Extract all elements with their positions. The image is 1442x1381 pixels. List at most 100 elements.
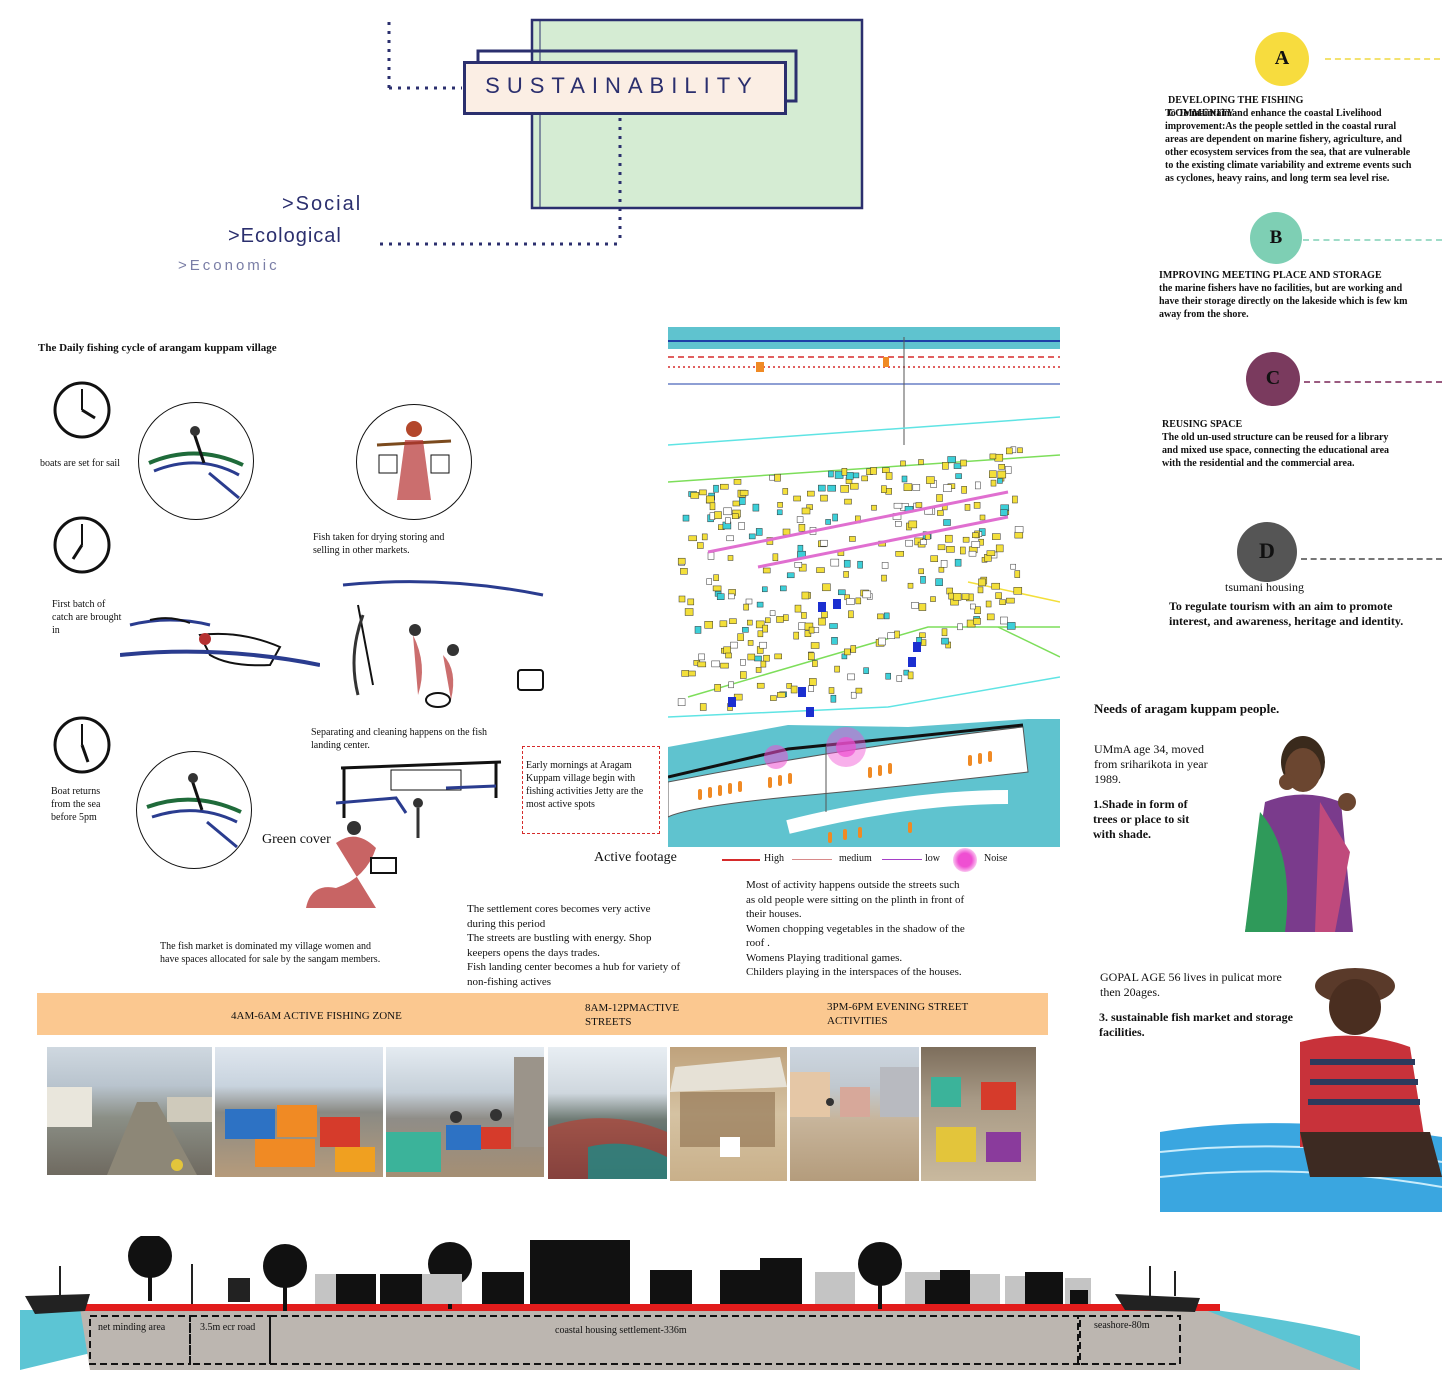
section-tree-trunk <box>878 1279 882 1309</box>
map-house <box>855 597 862 605</box>
map-house <box>798 687 806 697</box>
map-house <box>989 470 997 478</box>
map-boat <box>768 777 772 788</box>
map-house <box>726 535 734 542</box>
map-boat <box>788 773 792 784</box>
map-house <box>806 707 814 717</box>
map-house <box>818 617 826 626</box>
economic-label: >Economic <box>178 257 280 274</box>
map-house <box>878 637 886 646</box>
map-house <box>830 558 840 567</box>
person1-desc: UMmA age 34, moved from sriharikota in y… <box>1094 742 1208 786</box>
fish-market-caption: The fish market is dominated my village … <box>160 941 381 965</box>
section-building <box>815 1272 855 1304</box>
strategy-c-letter: C <box>1265 367 1281 389</box>
map-house <box>737 633 744 641</box>
social-label: >Social <box>282 193 363 215</box>
map-house <box>1000 509 1008 516</box>
map-house <box>881 574 887 582</box>
early-morning-text: Early mornings at Aragam Kuppam village … <box>526 760 644 810</box>
map-house <box>915 502 923 508</box>
map-house <box>896 675 903 682</box>
map-house <box>827 484 836 492</box>
map-house <box>849 482 859 490</box>
map-house <box>747 653 756 661</box>
map-house <box>801 612 807 619</box>
map-house <box>850 645 857 653</box>
map-house <box>729 618 737 624</box>
section-tree-trunk <box>148 1271 152 1301</box>
map-house <box>783 614 789 621</box>
map-house <box>938 566 945 573</box>
section-label-housing: coastal housing settlement-336m <box>555 1325 687 1336</box>
map-house <box>911 602 919 609</box>
map-boat <box>888 763 892 774</box>
map-house <box>846 598 855 605</box>
green-cover-label: Green cover <box>262 832 331 847</box>
map-house <box>756 682 765 689</box>
map-house <box>697 661 707 668</box>
photo-fishing-nets <box>548 1047 667 1179</box>
map-house <box>820 539 828 547</box>
photo-street-market <box>47 1047 212 1175</box>
map-house <box>992 533 1001 540</box>
strategy-b-line <box>1303 239 1442 241</box>
map-house <box>998 464 1005 470</box>
map-house <box>818 484 826 492</box>
map-house <box>776 509 783 516</box>
map-house <box>709 502 716 511</box>
map-house <box>978 578 986 587</box>
map-house <box>885 672 891 680</box>
map-boat <box>908 822 912 833</box>
strategy-a-circle <box>1255 32 1309 86</box>
map-house <box>743 603 749 611</box>
map-boat <box>868 767 872 778</box>
early-morning-note: Early mornings at Aragam Kuppam village … <box>522 746 660 834</box>
map-house <box>677 698 686 706</box>
section-building <box>970 1274 1000 1304</box>
boat-sketch <box>138 402 254 520</box>
map-boat <box>708 787 712 798</box>
map-house <box>765 617 771 624</box>
map-house <box>742 627 749 633</box>
map-house <box>1004 466 1012 474</box>
map-house <box>760 660 767 668</box>
photo-jetty-crowd <box>386 1047 544 1177</box>
map-house <box>723 507 732 516</box>
strategy-d-letter: D <box>1259 538 1275 563</box>
map-house <box>762 586 768 593</box>
map-house <box>798 563 807 572</box>
map-house <box>793 495 801 502</box>
map-house <box>893 502 903 509</box>
page-title: SUSTAINABILITY <box>485 73 759 98</box>
timeline-zone-3: 3PM-6PM EVENING STREET ACTIVITIES <box>827 1001 968 1027</box>
needs-heading: Needs of aragam kuppam people. <box>1094 701 1280 716</box>
map-house <box>793 631 799 640</box>
strategy-c: C REUSING SPACE The old un-used structur… <box>1158 352 1442 487</box>
strategy-d-text: To regulate tourism with an aim to promo… <box>1169 599 1404 628</box>
section-building <box>720 1270 760 1304</box>
map-house <box>986 613 995 621</box>
map-house <box>829 623 838 629</box>
map-house <box>985 600 992 608</box>
strategy-d-sublabel: tsumani housing <box>1225 580 1305 594</box>
map-house <box>808 652 815 661</box>
section-building <box>380 1274 422 1304</box>
boats-set-caption: boats are set for sail <box>40 458 120 469</box>
section-building <box>650 1270 692 1304</box>
section-tree <box>128 1234 172 1278</box>
map-house <box>1000 616 1008 625</box>
map-house <box>881 562 889 569</box>
map-house <box>926 476 935 484</box>
map-legend: High medium low Noise <box>722 848 1052 872</box>
legend-low-label: low <box>925 853 940 864</box>
map-house <box>1014 531 1024 539</box>
timeline-bar: 4AM-6AM ACTIVE FISHING ZONE 8AM-12PMACTI… <box>37 993 1048 1035</box>
map-house <box>798 524 806 532</box>
map-house <box>725 517 731 524</box>
map-house <box>844 498 852 505</box>
outside-activity-text: Most of activity happens outside the str… <box>746 879 965 978</box>
map-house <box>882 467 890 473</box>
map-house <box>706 578 712 585</box>
map-house <box>777 692 786 698</box>
